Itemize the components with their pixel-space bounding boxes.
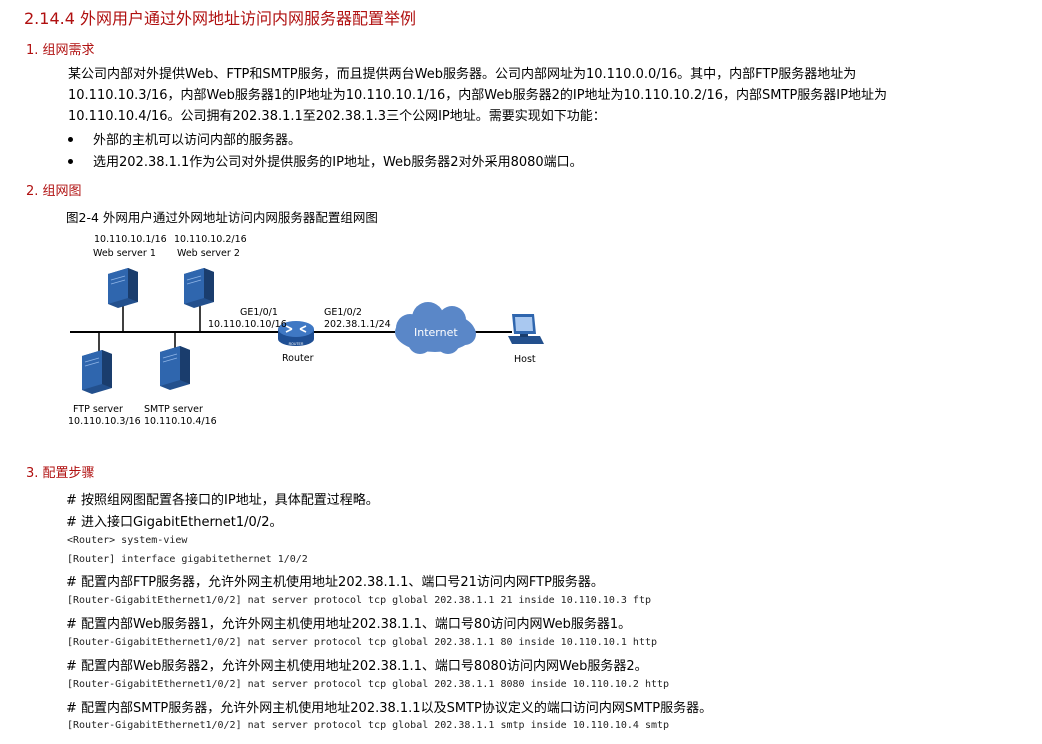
bullet-item: 选用202.38.1.1作为公司对外提供服务的IP地址，Web服务器2对外采用8… xyxy=(68,151,583,170)
internet-label: Internet xyxy=(414,326,458,339)
host-label: Host xyxy=(514,354,536,365)
host-pc-icon xyxy=(508,314,544,344)
server-icon xyxy=(108,268,138,308)
config-step-text: # 配置内部Web服务器1，允许外网主机使用地址202.38.1.1、端口号80… xyxy=(66,617,632,632)
page-title: 2.14.4 外网用户通过外网地址访问内网服务器配置举例 xyxy=(24,9,416,28)
smtp-ip-label: 10.110.10.4/16 xyxy=(144,416,217,427)
command-line: [Router-GigabitEthernet1/0/2] nat server… xyxy=(67,720,670,731)
section-heading-configuration: 3. 配置步骤 xyxy=(26,466,95,481)
bullet-dot-icon xyxy=(68,137,73,142)
command-line: [Router-GigabitEthernet1/0/2] nat server… xyxy=(67,595,651,606)
paragraph-line: 10.110.10.3/16，内部Web服务器1的IP地址为10.110.10.… xyxy=(68,88,887,103)
router-badge: ROUTER xyxy=(289,342,304,346)
bullet-dot-icon xyxy=(68,159,73,164)
config-step-text: # 配置内部Web服务器2，允许外网主机使用地址202.38.1.1、端口号80… xyxy=(66,659,648,674)
config-step-text: # 按照组网图配置各接口的IP地址，具体配置过程略。 xyxy=(66,493,379,508)
server-icon xyxy=(82,350,112,394)
server-icon xyxy=(184,268,214,308)
web2-name-label: Web server 2 xyxy=(177,248,240,259)
interface-ge102-ip-label: 202.38.1.1/24 xyxy=(324,319,391,330)
interface-ge102-label: GE1/0/2 xyxy=(324,307,362,318)
ftp-name-label: FTP server xyxy=(73,404,123,415)
requirements-paragraph: 某公司内部对外提供Web、FTP和SMTP服务，而且提供两台Web服务器。公司内… xyxy=(68,64,1028,127)
interface-ge101-ip-label: 10.110.10.10/16 xyxy=(208,319,287,330)
command-line: <Router> system-view xyxy=(67,535,188,546)
web1-ip-label: 10.110.10.1/16 xyxy=(94,234,167,245)
section-heading-requirements: 1. 组网需求 xyxy=(26,43,95,58)
server-icon xyxy=(160,346,190,390)
config-step-text: # 进入接口GigabitEthernet1/0/2。 xyxy=(66,515,283,530)
network-diagram: ROUTER 10.110.10.1/16 Web server 1 10.11… xyxy=(60,228,560,438)
network-diagram-svg: ROUTER xyxy=(70,268,544,394)
bullet-item: 外部的主机可以访问内部的服务器。 xyxy=(68,129,301,148)
config-step-text: # 配置内部SMTP服务器，允许外网主机使用地址202.38.1.1以及SMTP… xyxy=(66,701,713,716)
command-line: [Router-GigabitEthernet1/0/2] nat server… xyxy=(67,637,658,648)
smtp-name-label: SMTP server xyxy=(144,404,203,415)
config-step-text: # 配置内部FTP服务器，允许外网主机使用地址202.38.1.1、端口号21访… xyxy=(66,575,604,590)
command-line: [Router] interface gigabitethernet 1/0/2 xyxy=(67,554,308,565)
paragraph-line: 10.110.10.4/16。公司拥有202.38.1.1至202.38.1.3… xyxy=(68,109,606,124)
internet-cloud-icon xyxy=(395,302,476,354)
command-line: [Router-GigabitEthernet1/0/2] nat server… xyxy=(67,679,670,690)
ftp-ip-label: 10.110.10.3/16 xyxy=(68,416,141,427)
web1-name-label: Web server 1 xyxy=(93,248,156,259)
router-label: Router xyxy=(282,353,314,364)
web2-ip-label: 10.110.10.2/16 xyxy=(174,234,247,245)
section-heading-topology: 2. 组网图 xyxy=(26,184,82,199)
router-icon: ROUTER xyxy=(278,321,314,346)
paragraph-line: 某公司内部对外提供Web、FTP和SMTP服务，而且提供两台Web服务器。公司内… xyxy=(68,67,857,82)
interface-ge101-label: GE1/0/1 xyxy=(240,307,278,318)
figure-caption: 图2-4 外网用户通过外网地址访问内网服务器配置组网图 xyxy=(66,210,378,225)
